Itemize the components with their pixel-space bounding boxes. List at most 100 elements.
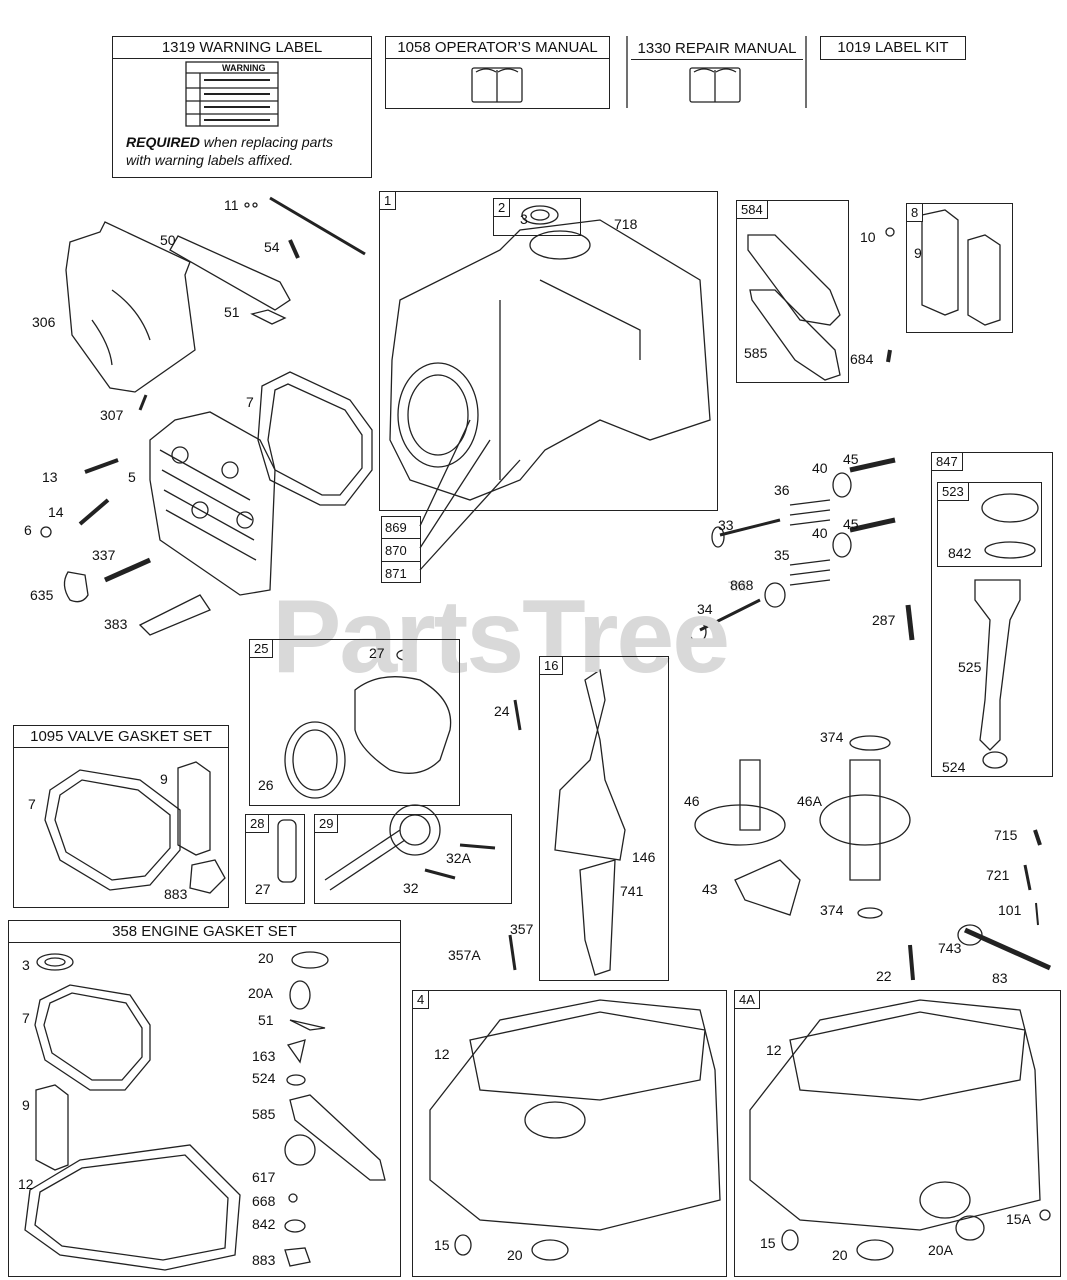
callout: 51 <box>224 304 240 320</box>
box-16: 16 <box>539 656 669 981</box>
box-1: 1 <box>379 191 718 511</box>
callout: 9 <box>22 1097 30 1113</box>
callout: 32A <box>446 850 471 866</box>
label-kit-title: 1019 LABEL KIT <box>837 39 949 56</box>
engine-gasket-set-title: 358 ENGINE GASKET SET <box>9 921 400 943</box>
callout: 36 <box>774 482 790 498</box>
box-847: 847 <box>931 452 1053 777</box>
callout: 45 <box>843 451 859 467</box>
callout: 7 <box>28 796 36 812</box>
callout: 26 <box>258 777 274 793</box>
callout: 883 <box>252 1252 276 1268</box>
callout: 721 <box>986 867 1010 883</box>
callout: 20A <box>248 985 273 1001</box>
callout: 357 <box>510 921 534 937</box>
required-bold: REQUIRED <box>126 134 200 150</box>
warning-label-icon <box>185 61 279 127</box>
callout: 20 <box>507 1247 523 1263</box>
callout: 9 <box>914 245 922 261</box>
callout: 868 <box>730 577 754 593</box>
callout: 15A <box>1006 1211 1031 1227</box>
box-584-tag: 584 <box>737 201 768 219</box>
callout: 9 <box>160 771 168 787</box>
trademark-mark: TM <box>728 578 746 594</box>
valve-gasket-set-title: 1095 VALVE GASKET SET <box>14 726 228 748</box>
tag-870: 870 <box>385 543 407 558</box>
callout: 20 <box>258 950 274 966</box>
callout: 83 <box>992 970 1008 986</box>
callout: 524 <box>942 759 966 775</box>
engine-gasket-set-box: 358 ENGINE GASKET SET <box>8 920 401 1277</box>
callout: 15 <box>760 1235 776 1251</box>
book-icon <box>471 67 523 103</box>
callout: 374 <box>820 729 844 745</box>
callout: 585 <box>744 345 768 361</box>
warning-label-title: 1319 WARNING LABEL <box>113 37 371 59</box>
box-25-tag: 25 <box>250 640 274 658</box>
callout: 585 <box>252 1106 276 1122</box>
callout: 3 <box>520 211 528 227</box>
callout: 3 <box>22 957 30 973</box>
callout: 5 <box>128 469 136 485</box>
callout: 307 <box>100 407 124 423</box>
callout: 525 <box>958 659 982 675</box>
callout: 13 <box>42 469 58 485</box>
box-29-tag: 29 <box>315 815 339 833</box>
label-kit-box: 1019 LABEL KIT <box>820 36 966 60</box>
callout: 35 <box>774 547 790 563</box>
callout: 11 <box>224 197 239 213</box>
required-line-1: when replacing parts <box>203 134 333 150</box>
box-1-tag: 1 <box>380 192 397 210</box>
callout: 32 <box>403 880 419 896</box>
callout: 12 <box>18 1176 34 1192</box>
callout: 54 <box>264 239 280 255</box>
operators-manual-title: 1058 OPERATOR’S MANUAL <box>386 37 609 59</box>
callout: 287 <box>872 612 896 628</box>
box-8-tag: 8 <box>907 204 924 222</box>
callout: 20A <box>928 1242 953 1258</box>
box-8: 8 <box>906 203 1013 333</box>
box-584: 584 <box>736 200 849 383</box>
box-847-tag: 847 <box>932 453 963 471</box>
box-2-tag: 2 <box>494 199 511 217</box>
callout: 50 <box>160 232 176 248</box>
box-2: 2 <box>493 198 581 236</box>
box-28: 28 <box>245 814 305 904</box>
callout: 842 <box>252 1216 276 1232</box>
callout: 357A <box>448 947 481 963</box>
callout: 374 <box>820 902 844 918</box>
tag-869: 869 <box>385 520 407 535</box>
callout: 383 <box>104 616 128 632</box>
callout: 684 <box>850 351 874 367</box>
callout: 7 <box>246 394 254 410</box>
repair-manual-title: 1330 REPAIR MANUAL <box>631 38 803 60</box>
warning-mini-title: WARNING <box>222 63 266 73</box>
callout: 27 <box>369 645 385 661</box>
book-icon <box>689 67 741 103</box>
callout: 46 <box>684 793 700 809</box>
callout: 163 <box>252 1048 276 1064</box>
callout: 12 <box>766 1042 782 1058</box>
callout: 45 <box>843 516 859 532</box>
callout: 146 <box>632 849 656 865</box>
required-line-2: with warning labels affixed. <box>126 152 294 168</box>
callout: 34 <box>697 601 713 617</box>
box-523-tag: 523 <box>938 483 969 501</box>
box-4-tag: 4 <box>413 991 430 1009</box>
callout: 12 <box>434 1046 450 1062</box>
box-4: 4 <box>412 990 727 1277</box>
callout: 24 <box>494 703 510 719</box>
callout: 306 <box>32 314 56 330</box>
callout: 718 <box>614 216 638 232</box>
callout: 842 <box>948 545 972 561</box>
box-523: 523 <box>937 482 1042 567</box>
callout: 883 <box>164 886 188 902</box>
box-4a-tag: 4A <box>735 991 760 1009</box>
callout: 40 <box>812 525 828 541</box>
callout: 33 <box>718 517 734 533</box>
callout: 617 <box>252 1169 276 1185</box>
box-28-tag: 28 <box>246 815 270 833</box>
callout: 10 <box>860 229 876 245</box>
callout: 22 <box>876 968 892 984</box>
